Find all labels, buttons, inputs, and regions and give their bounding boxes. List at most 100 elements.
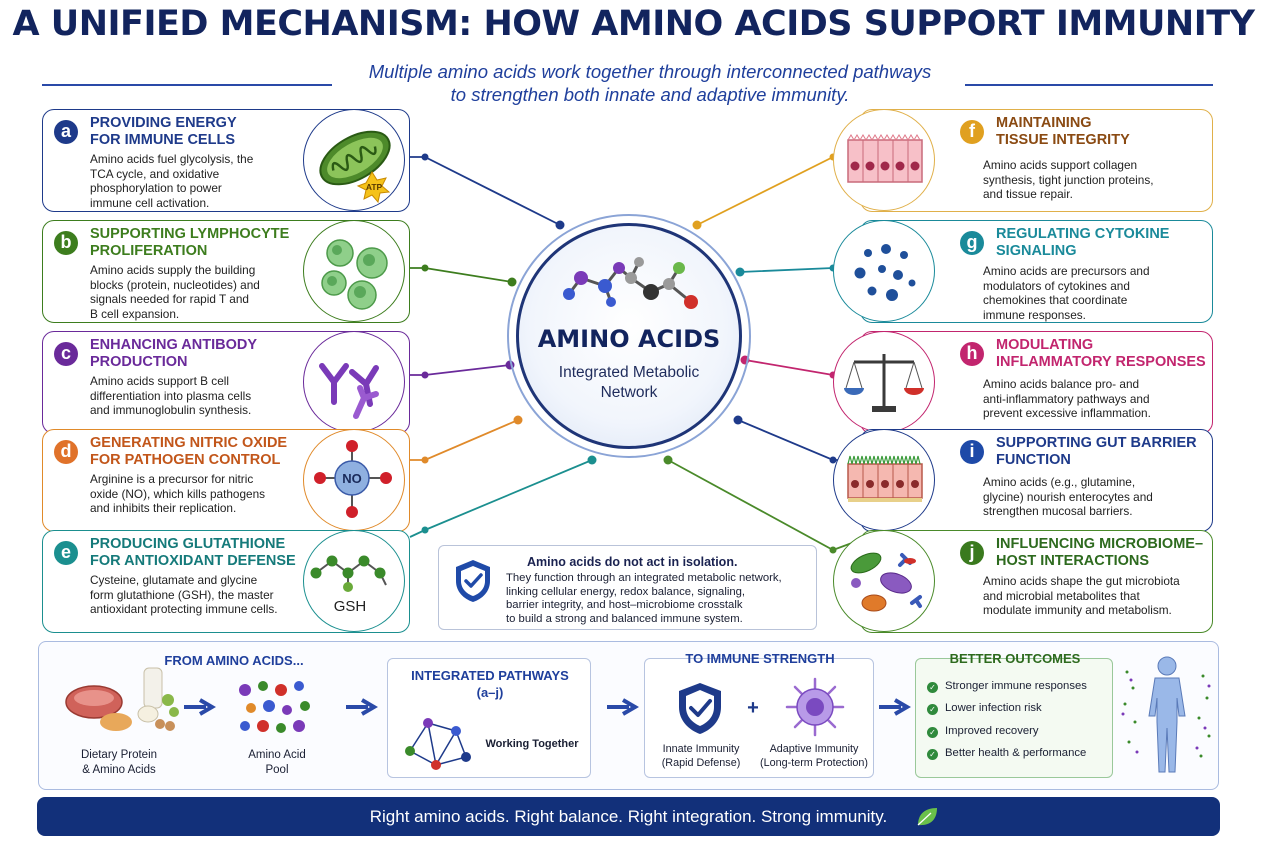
card-title: Influencing microbiome– host interaction… (996, 536, 1204, 569)
outcome-item: ✓Stronger immune responses (927, 680, 1087, 693)
human-body-icon (1121, 656, 1211, 773)
badge-j: j (960, 541, 984, 565)
card-description: Amino acids are precursors and modulator… (983, 264, 1150, 322)
amino-acids-hub: AMINO ACIDS Integrated Metabolic Network (516, 223, 742, 449)
hub-title: AMINO ACIDS (537, 325, 721, 353)
card-description: Amino acids fuel glycolysis, the TCA cyc… (90, 152, 254, 210)
integrated-pathways-box: INTEGRATED PATHWAYS (a–j) Working Togeth… (387, 658, 591, 778)
integration-note: Amino acids do not act in isolation. The… (438, 545, 817, 630)
card-description: Cysteine, glutamate and glycine form glu… (90, 573, 278, 616)
outcomes-heading: BETTER OUTCOMES (949, 651, 1081, 666)
immune-strength-box: TO IMMUNE STRENGTH + Innate Immunity (Ra… (644, 651, 874, 778)
plus-sign: + (747, 697, 759, 719)
hub-subtitle: Integrated Metabolic Network (558, 364, 700, 401)
badge-c: c (54, 342, 78, 366)
flow-summary: FROM AMINO ACIDS... Dietary Protein & Am… (38, 641, 1219, 790)
mitochondria-icon: ATP (303, 109, 405, 211)
outcome-item: ✓Better health & performance (927, 747, 1086, 760)
check-icon: ✓ (927, 727, 938, 738)
adaptive-cell-icon (785, 677, 845, 737)
card-title: Maintaining tissue integrity (996, 115, 1130, 148)
card-title: Generating nitric oxide for pathogen con… (90, 435, 288, 468)
card-nitric-oxide: d Generating nitric oxide for pathogen c… (42, 429, 410, 532)
card-title: Supporting lymphocyte proliferation (90, 226, 290, 259)
amino-acid-pool-label: Amino Acid Pool (248, 749, 306, 776)
better-outcomes-box: BETTER OUTCOMES (915, 651, 1113, 778)
shield-check-icon (456, 560, 490, 602)
nitric-oxide-icon: NO (303, 429, 405, 531)
badge-a: a (54, 120, 78, 144)
outcome-item: ✓Improved recovery (927, 725, 1039, 738)
badge-e: e (54, 541, 78, 565)
check-icon: ✓ (927, 704, 938, 715)
page-title: A UNIFIED MECHANISM: HOW AMINO ACIDS SUP… (12, 4, 1255, 44)
card-microbiome-host: j Influencing microbiome– host interacti… (833, 530, 1213, 633)
cytokines-icon (833, 220, 935, 322)
card-title: Modulating inflammatory responses (996, 337, 1206, 370)
card-title: Producing glutathione for antioxidant de… (90, 536, 296, 569)
lymphocytes-icon (303, 220, 405, 322)
pathways-heading: INTEGRATED PATHWAYS (a–j) (411, 668, 569, 700)
card-description: Amino acids (e.g., glutamine, glycine) n… (983, 475, 1153, 518)
card-description: Amino acids support collagen synthesis, … (983, 158, 1154, 201)
badge-d: d (54, 440, 78, 464)
card-title: Supporting gut barrier function (996, 435, 1197, 468)
card-title: Providing energy for immune cells (90, 115, 237, 148)
balance-scale-icon (833, 331, 935, 433)
flow-from-heading: FROM AMINO ACIDS... (164, 653, 304, 668)
tissue-cells-icon (833, 109, 935, 211)
card-description: Amino acids shape the gut microbiota and… (983, 574, 1180, 617)
card-description: Arginine is a precursor for nitric oxide… (90, 472, 266, 515)
card-inflammatory-responses: h Modulating inflammatory responses Amin… (833, 331, 1213, 434)
check-icon: ✓ (927, 749, 938, 760)
card-gut-barrier: i Supporting gut barrier function Amino … (833, 429, 1213, 532)
badge-f: f (960, 120, 984, 144)
pathways-label: Working Together (485, 738, 579, 750)
amino-acid-pool-icon (239, 681, 310, 733)
card-title: Enhancing antibody production (90, 337, 258, 370)
card-providing-energy: a Providing energy for immune cells Amin… (42, 109, 410, 212)
dietary-protein-label: Dietary Protein & Amino Acids (80, 749, 158, 776)
badge-h: h (960, 342, 984, 366)
subtitle: Multiple amino acids work together throu… (368, 61, 932, 105)
badge-b: b (54, 231, 78, 255)
innate-shield-icon (679, 683, 721, 734)
innate-immunity-label: Innate Immunity (Rapid Defense) (661, 743, 741, 769)
arrow-right-icon (607, 698, 639, 716)
glutathione-icon: GSH (303, 530, 405, 632)
no-label: NO (342, 471, 362, 486)
outcome-item: ✓Lower infection risk (927, 702, 1042, 715)
dietary-protein-icon (65, 667, 179, 731)
card-description: Amino acids support B cell differentiati… (90, 374, 252, 417)
gut-barrier-icon (833, 429, 935, 531)
atp-label: ATP (366, 182, 383, 192)
arrow-right-icon (184, 698, 216, 716)
badge-g: g (960, 231, 984, 255)
arrow-right-icon (879, 698, 911, 716)
card-cytokine-signaling: g Regulating cytokine signaling Amino ac… (833, 220, 1213, 323)
antibodies-icon (303, 331, 405, 433)
banner-text: Right amino acids. Right balance. Right … (369, 807, 888, 826)
card-description: Amino acids supply the building blocks (… (90, 263, 260, 321)
subtitle-rule-right (965, 84, 1213, 86)
leaf-icon (917, 808, 937, 826)
card-antibody-production: c Enhancing antibody production Amino ac… (42, 331, 410, 434)
gsh-label: GSH (334, 598, 367, 615)
note-body: They function through an integrated meta… (506, 572, 782, 626)
arrow-right-icon (346, 698, 378, 716)
immune-heading: TO IMMUNE STRENGTH (685, 651, 835, 666)
footer-banner: Right amino acids. Right balance. Right … (37, 797, 1220, 836)
card-title: Regulating cytokine signaling (996, 226, 1170, 259)
subtitle-rule-left (42, 84, 332, 86)
card-tissue-integrity: f Maintaining tissue integrity Amino aci… (833, 109, 1213, 212)
molecule-icon (563, 257, 698, 309)
badge-i: i (960, 440, 984, 464)
card-glutathione: e Producing glutathione for antioxidant … (42, 530, 410, 633)
microbes-icon (833, 530, 935, 632)
network-icon (405, 718, 471, 770)
check-icon: ✓ (927, 682, 938, 693)
adaptive-immunity-label: Adaptive Immunity (Long-term Protection) (759, 743, 868, 769)
card-description: Amino acids balance pro- and anti-inflam… (983, 377, 1151, 420)
note-heading: Amino acids do not act in isolation. (527, 555, 738, 569)
card-lymphocyte-proliferation: b Supporting lymphocyte proliferation Am… (42, 220, 410, 323)
